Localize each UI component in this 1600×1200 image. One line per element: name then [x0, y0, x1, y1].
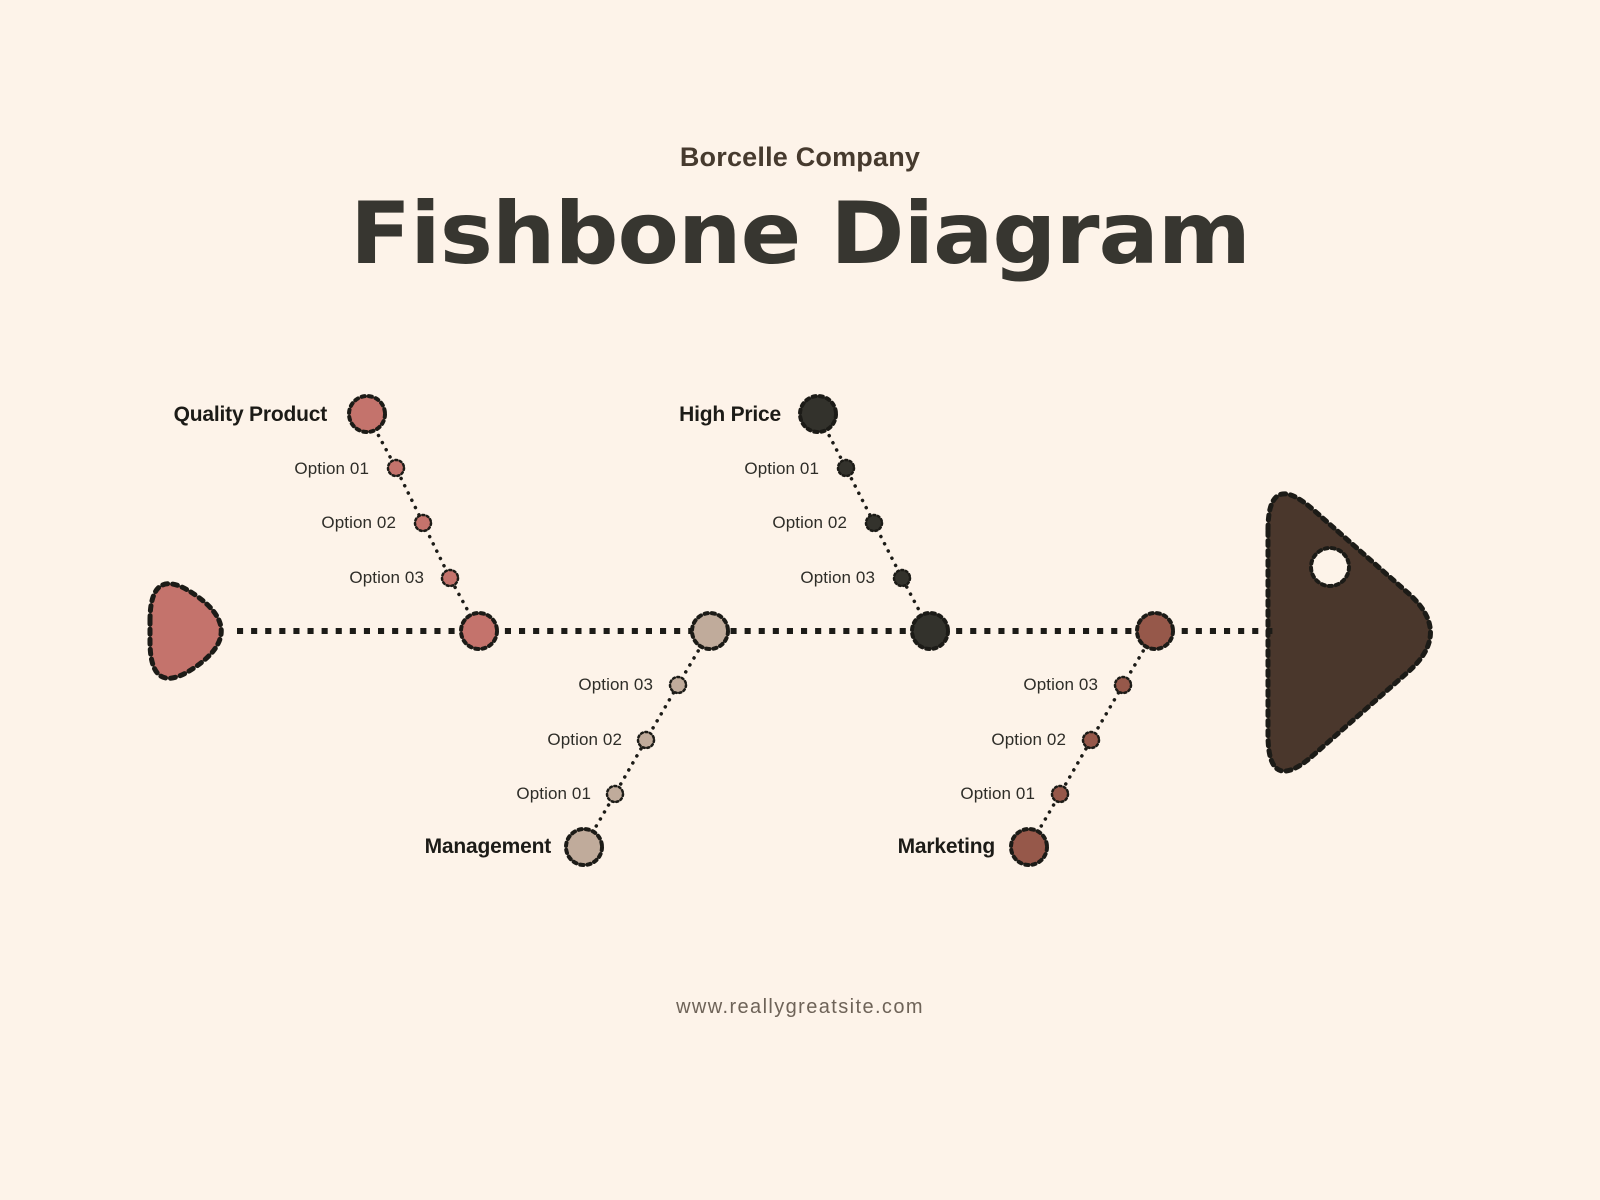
option-label-2: Option 03 [349, 568, 424, 587]
branch-spine-node-0[interactable] [459, 611, 499, 651]
branch-label-0: Quality Product [173, 403, 328, 426]
option-node-3-0[interactable] [1050, 784, 1070, 804]
option-label-9: Option 03 [1023, 675, 1098, 694]
fish-eye-icon [1309, 546, 1351, 588]
branch-spine-node-1[interactable] [910, 611, 950, 651]
option-node-0-2[interactable] [440, 568, 460, 588]
branch-head-node-2[interactable] [564, 827, 604, 867]
branch-label-2: Management [424, 835, 552, 858]
option-label-6: Option 03 [578, 675, 653, 694]
page-title: Fishbone Diagram [350, 184, 1251, 284]
option-label-10: Option 02 [991, 730, 1066, 749]
branch-spine-node-3[interactable] [1135, 611, 1175, 651]
option-node-3-2[interactable] [1113, 675, 1133, 695]
option-node-2-0[interactable] [605, 784, 625, 804]
option-node-3-1[interactable] [1081, 730, 1101, 750]
fish-tail [147, 581, 224, 681]
footer-url: www.reallygreatsite.com [676, 996, 924, 1018]
option-node-0-1[interactable] [413, 513, 433, 533]
branch-line-3 [1027, 629, 1157, 849]
option-label-4: Option 02 [772, 513, 847, 532]
option-node-2-2[interactable] [668, 675, 688, 695]
option-label-8: Option 01 [516, 784, 591, 803]
option-node-1-1[interactable] [864, 513, 884, 533]
branch-head-node-0[interactable] [347, 394, 387, 434]
fish-head [1265, 491, 1433, 774]
option-label-5: Option 03 [800, 568, 875, 587]
branch-line-2 [582, 629, 712, 849]
option-label-7: Option 02 [547, 730, 622, 749]
option-label-11: Option 01 [960, 784, 1035, 803]
option-node-0-0[interactable] [386, 458, 406, 478]
branch-spine-node-2[interactable] [690, 611, 730, 651]
option-label-3: Option 01 [744, 459, 819, 478]
option-label-0: Option 01 [294, 459, 369, 478]
branch-label-1: High Price [679, 403, 781, 426]
branch-head-node-3[interactable] [1009, 827, 1049, 867]
option-node-2-1[interactable] [636, 730, 656, 750]
option-label-1: Option 02 [321, 513, 396, 532]
option-node-1-0[interactable] [836, 458, 856, 478]
company-name: Borcelle Company [679, 142, 921, 172]
option-node-1-2[interactable] [892, 568, 912, 588]
branch-label-3: Marketing [897, 835, 996, 858]
branch-head-node-1[interactable] [798, 394, 838, 434]
